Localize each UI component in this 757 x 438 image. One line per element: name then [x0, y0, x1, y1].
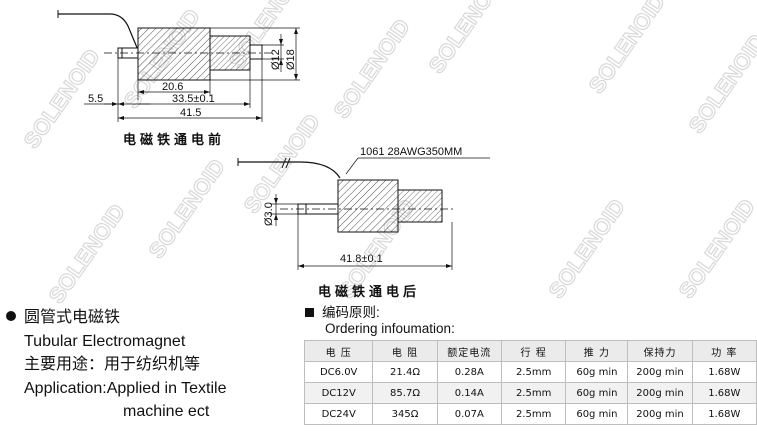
dim-d12: Ø12 — [270, 49, 282, 70]
dim-d18: Ø18 — [285, 49, 297, 70]
cell: 200g min — [627, 382, 693, 404]
end-cap — [397, 189, 443, 223]
caption-before: 电磁铁通电前 — [123, 132, 225, 148]
watermark: SOLENOID — [544, 194, 630, 302]
lead-wire — [238, 161, 341, 179]
col-resistance: 电 阻 — [372, 340, 438, 362]
usage-en-line1: Application:Applied in Textile — [24, 379, 227, 397]
drawing-before — [57, 10, 300, 122]
cell: 0.28A — [436, 361, 502, 383]
dim-33-5: 33.5±0.1 — [172, 93, 215, 105]
cell: 200g min — [627, 361, 693, 383]
watermark: SOLENOID — [44, 199, 130, 307]
col-holding-force: 保持力 — [627, 340, 693, 362]
coil-body — [137, 27, 211, 81]
watermark: SOLENOID — [329, 14, 415, 122]
product-title-en: Tubular Electromagnet — [24, 332, 186, 350]
cell: DC6.0V — [303, 361, 374, 383]
cell: 2.5mm — [500, 403, 567, 425]
spec-table: 电 压 电 阻 额定电流 行 程 推 力 保持力 功 率 DC6.0V 21.4… — [303, 340, 757, 425]
bullet-icon — [6, 310, 16, 321]
table-row: DC6.0V 21.4Ω 0.28A 2.5mm 60g min 200g mi… — [303, 361, 757, 383]
ordering-title-en: Ordering infoumation: — [325, 321, 455, 336]
square-bullet-icon — [305, 308, 314, 317]
product-title-cn: 圆管式电磁铁 — [24, 309, 121, 326]
col-stroke: 行 程 — [500, 340, 567, 362]
wire-label: 1061 28AWG350MM — [360, 146, 462, 158]
table-row: DC24V 345Ω 0.07A 2.5mm 60g min 200g min … — [303, 403, 757, 425]
lead-wire — [58, 13, 139, 51]
watermark: SOLENOID — [684, 29, 757, 137]
watermark: SOLENOID — [424, 0, 510, 78]
col-rated-current: 额定电流 — [436, 340, 502, 362]
cell: 200g min — [627, 403, 693, 425]
cell: 1.68W — [691, 382, 757, 404]
dim-d3: Ø3.0 — [263, 202, 275, 226]
cell: 85.7Ω — [372, 382, 438, 404]
cell: DC12V — [303, 382, 374, 404]
ordering-title-cn: 编码原则: — [322, 305, 380, 320]
dim-20-6: 20.6 — [162, 81, 183, 93]
caption-after: 电磁铁通电后 — [318, 284, 420, 300]
col-voltage: 电 压 — [303, 340, 374, 362]
product-info: 圆管式电磁铁 Tubular Electromagnet 主要用途：用于纺织机等… — [6, 306, 227, 424]
product-title-cn-row: 圆管式电磁铁 — [6, 306, 227, 330]
watermark: SOLENOID — [144, 154, 230, 262]
ordering-title-cn-row: 编码原则: — [305, 305, 455, 321]
cell: 0.14A — [436, 382, 502, 404]
cell: 60g min — [565, 403, 629, 425]
dim-41-8: 41.8±0.1 — [340, 253, 383, 265]
watermark: SOLENOID — [674, 194, 757, 302]
watermark: SOLENOID — [239, 109, 325, 217]
watermark: SOLENOID — [584, 0, 670, 98]
table-header-row: 电 压 电 阻 额定电流 行 程 推 力 保持力 功 率 — [303, 340, 757, 362]
dim-41-5: 41.5 — [180, 107, 201, 119]
usage-cn: 主要用途：用于纺织机等 — [24, 356, 201, 373]
usage-en-line2: machine ect — [123, 403, 210, 420]
col-power: 功 率 — [691, 340, 757, 362]
cell: 345Ω — [372, 403, 438, 425]
cell: 1.68W — [691, 403, 757, 425]
table-row: DC12V 85.7Ω 0.14A 2.5mm 60g min 200g min… — [303, 382, 757, 404]
drawing-after — [237, 157, 490, 270]
dim-5-5: 5.5 — [88, 93, 103, 105]
cell: 2.5mm — [500, 361, 567, 383]
cell: 60g min — [565, 361, 629, 383]
cell: 2.5mm — [500, 382, 567, 404]
coil-body — [337, 179, 399, 233]
cell: 21.4Ω — [372, 361, 438, 383]
col-force: 推 力 — [565, 340, 629, 362]
cell: 1.68W — [691, 361, 757, 383]
ordering-heading: 编码原则: Ordering infoumation: — [305, 305, 455, 337]
cell: 0.07A — [436, 403, 502, 425]
cell: DC24V — [303, 403, 374, 425]
cell: 60g min — [565, 382, 629, 404]
